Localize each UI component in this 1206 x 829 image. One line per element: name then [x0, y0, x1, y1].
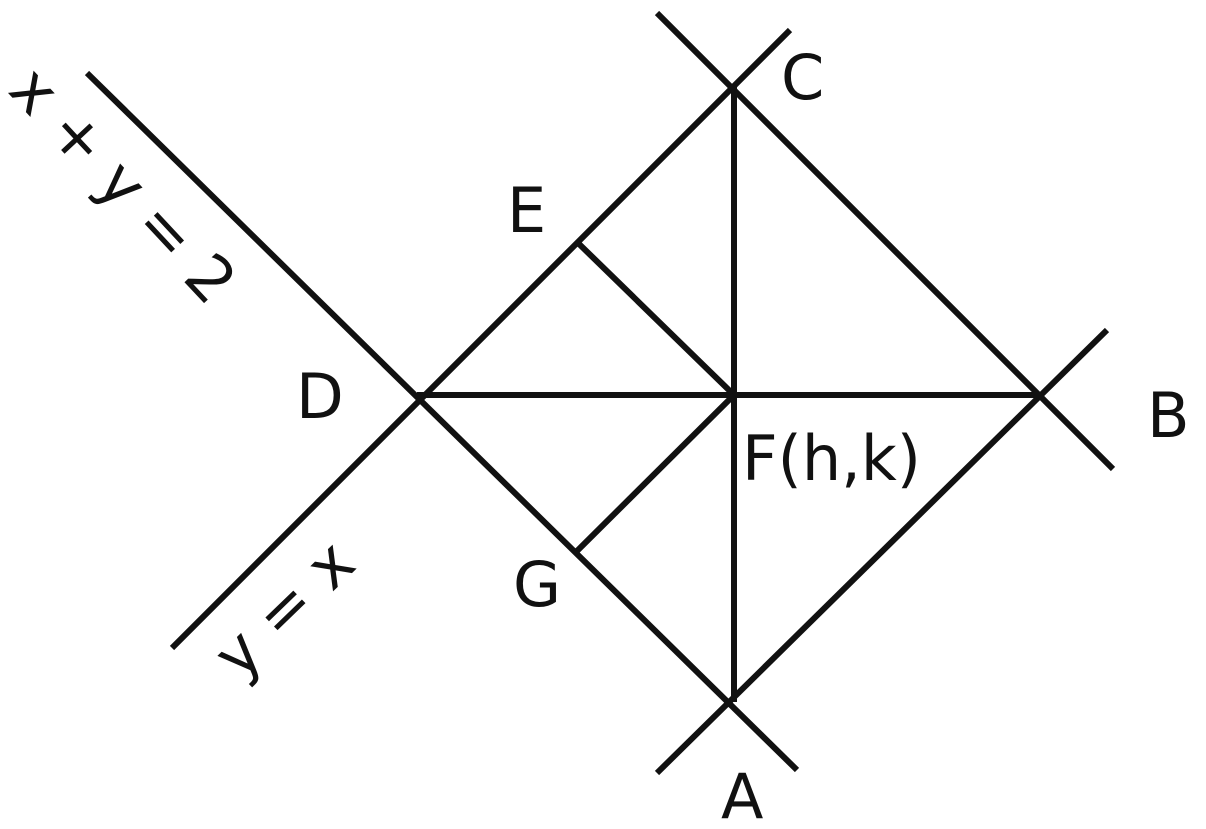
label-b: B: [1147, 379, 1190, 452]
label-c: C: [781, 41, 824, 114]
line-x-plus-y-equals-2: [84, 70, 800, 773]
label-a: A: [721, 760, 763, 829]
segment-ef: [573, 238, 737, 398]
label-f: F(h,k): [742, 422, 921, 495]
label-g: G: [513, 548, 561, 621]
label-line-y-equals-x: y = x: [199, 525, 368, 692]
label-line-x-plus-y-equals-2: x + y = 2: [0, 52, 251, 318]
label-e: E: [507, 174, 546, 247]
line-y-equals-x: [169, 27, 793, 651]
segment-gf: [574, 392, 737, 554]
label-d: D: [296, 360, 344, 433]
